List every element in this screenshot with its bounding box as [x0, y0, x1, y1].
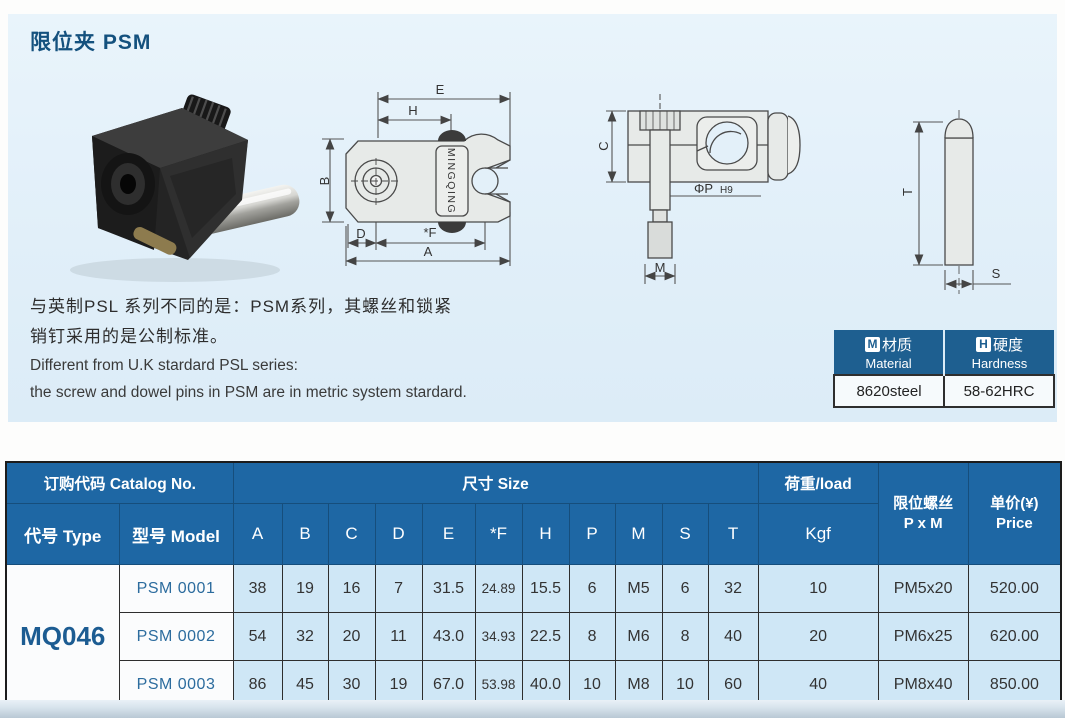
size-col-c: C [327, 503, 376, 565]
size-header: 尺寸 Size [232, 461, 759, 504]
size-col-a: A [232, 503, 283, 565]
size-value-cell: 54 [232, 612, 283, 661]
catalog-no-header: 订购代码 Catalog No. [5, 461, 234, 504]
product-panel: 限位夹 PSM 与英制PSL 系列不同的是：PSM系列，其螺丝和锁紧 销钉采用的… [8, 14, 1057, 422]
side-bore-center [120, 174, 136, 194]
material-value: 8620steel [833, 374, 945, 408]
size-value-cell: 22.5 [521, 612, 570, 661]
material-header-en: Material [865, 355, 912, 371]
dim-label-d: D [356, 226, 365, 241]
price-cell: 620.00 [967, 612, 1062, 661]
dim-label-s: S [992, 266, 1001, 281]
dim-label-c: C [598, 141, 611, 150]
size-value-cell: 16 [327, 564, 376, 613]
size-value-cell: 8 [568, 612, 616, 661]
clamp-body-top [92, 108, 248, 168]
photo-shadow [70, 258, 280, 282]
size-col-e: E [421, 503, 476, 565]
size-value-cell: 32 [281, 612, 329, 661]
size-col-m: M [614, 503, 663, 565]
price-header-zh: 单价(¥) [990, 494, 1039, 512]
price-cell: 520.00 [967, 564, 1062, 613]
product-photo [70, 94, 300, 282]
size-value-cell: 40 [707, 612, 759, 661]
size-value-cell: 32 [707, 564, 759, 613]
size-value-cell: M5 [614, 564, 663, 613]
hardness-icon: H [975, 336, 991, 352]
dim-label-e: E [436, 82, 445, 97]
dim-label-b: B [318, 177, 332, 186]
kgf-header: Kgf [757, 503, 879, 565]
pin-tolerance-label: H9 [720, 185, 733, 196]
limit-screw-cell: PM6x25 [877, 612, 969, 661]
description-zh-line2: 销钉采用的是公制标准。 [30, 327, 228, 346]
product-description: 与英制PSL 系列不同的是：PSM系列，其螺丝和锁紧 销钉采用的是公制标准。 D… [30, 292, 467, 406]
front-view-drawing: E H B D *F A MINGQING [318, 82, 511, 266]
size-value-cell: 31.5 [421, 564, 476, 613]
table-row: MQ046 PSM 0001 38 19 16 7 31.5 24.89 15.… [5, 564, 1062, 710]
size-value-cell: 24.89 [474, 564, 523, 613]
pin-diameter-label: ΦP [694, 181, 713, 196]
dim-label-t: T [900, 188, 915, 196]
size-col-t: T [707, 503, 759, 565]
size-value-cell: 7 [374, 564, 423, 613]
size-value-cell: 8 [661, 612, 709, 661]
spec-table: 订购代码 Catalog No. 尺寸 Size 荷重/load 限位螺丝 P … [5, 461, 1063, 710]
size-value-cell: M6 [614, 612, 663, 661]
model-header: 型号 Model [118, 503, 234, 565]
description-en-line1: Different from U.K stardard PSL series: [30, 357, 298, 374]
side-view-drawing: C M ΦP H9 [598, 94, 801, 284]
limit-screw-header-zh: 限位螺丝 [893, 494, 954, 512]
model-cell: PSM 0001 [118, 564, 234, 613]
hardness-value: 58-62HRC [943, 374, 1055, 408]
table-row: PSM 0002 54 32 20 11 43.0 34.93 22.5 8 M… [6, 612, 1062, 661]
brand-label: MINGQING [445, 148, 457, 214]
size-value-cell: 19 [281, 564, 329, 613]
description-en-line2: the screw and dowel pins in PSM are in m… [30, 384, 467, 401]
clamp-jaw-face [170, 158, 236, 238]
size-value-cell: 6 [568, 564, 616, 613]
dim-label-f: *F [424, 225, 437, 240]
hardness-header-en: Hardness [971, 355, 1028, 371]
dim-label-m: M [655, 260, 666, 275]
price-header-en: Price [996, 514, 1033, 532]
description-zh-line1: 与英制PSL 系列不同的是：PSM系列，其螺丝和锁紧 [30, 297, 453, 316]
dim-label-a: A [424, 244, 433, 259]
size-col-p: P [568, 503, 616, 565]
size-value-cell: 15.5 [521, 564, 570, 613]
material-icon: M [864, 336, 880, 352]
model-cell: PSM 0002 [118, 612, 234, 661]
price-header: 单价(¥) Price [967, 461, 1062, 565]
size-col-s: S [661, 503, 709, 565]
size-value-cell: 6 [661, 564, 709, 613]
size-value-cell: 34.93 [474, 612, 523, 661]
size-value-cell: 43.0 [421, 612, 476, 661]
dim-label-h: H [408, 103, 417, 118]
type-header: 代号 Type [5, 503, 120, 565]
load-value-cell: 20 [757, 612, 879, 661]
pin-view-drawing: T S [900, 110, 1011, 294]
limit-screw-header: 限位螺丝 P x M [877, 461, 969, 565]
load-value-cell: 10 [757, 564, 879, 613]
limit-screw-cell: PM5x20 [877, 564, 969, 613]
page-bottom-edge [0, 700, 1065, 718]
page-title: 限位夹 PSM [30, 31, 152, 54]
material-header-zh: 材质 [881, 336, 912, 354]
size-value-cell: 38 [232, 564, 283, 613]
size-col-d: D [374, 503, 423, 565]
size-col-b: B [281, 503, 329, 565]
hardness-header-zh: 硬度 [992, 336, 1023, 354]
brass-dowel [133, 226, 177, 255]
size-value-cell: 20 [327, 612, 376, 661]
limit-screw-header-en: P x M [903, 514, 943, 532]
type-code-cell: MQ046 [5, 564, 120, 710]
size-col-h: H [521, 503, 570, 565]
size-value-cell: 11 [374, 612, 423, 661]
size-col-f: *F [474, 503, 523, 565]
load-header: 荷重/load [757, 461, 879, 504]
